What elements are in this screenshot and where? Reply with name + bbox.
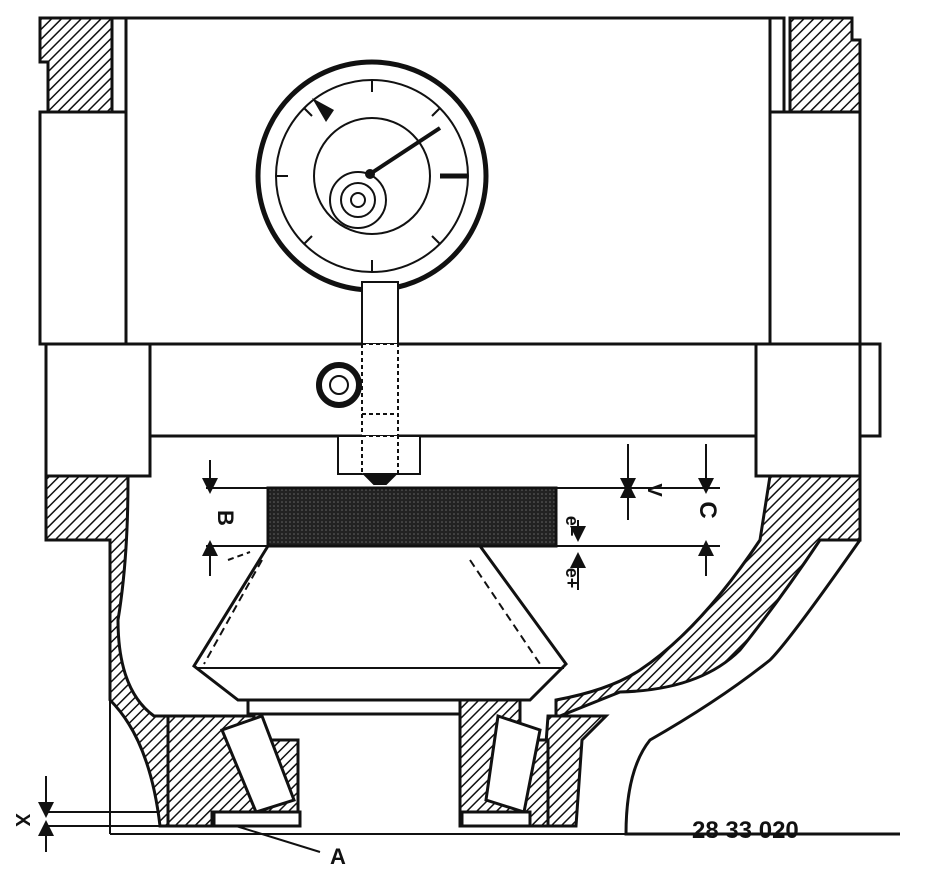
- left-bearing: [166, 714, 302, 828]
- right-bearing: [458, 698, 550, 828]
- pinion-cone: [192, 544, 568, 716]
- dial-gauge: [255, 59, 489, 293]
- label-e-minus: e−: [562, 516, 582, 537]
- label-v: V: [643, 483, 665, 497]
- label-a: A: [330, 844, 346, 869]
- figure-number: 28 33 020: [692, 817, 799, 844]
- measuring-bridge: [44, 342, 882, 478]
- clamp-screw: [316, 362, 362, 408]
- label-x: X: [11, 813, 33, 827]
- label-e-plus: e+: [562, 568, 582, 589]
- dimension-lines: [38, 444, 720, 853]
- label-c: C: [694, 501, 721, 518]
- gauge-stem: [337, 281, 421, 485]
- casting-outline: [624, 539, 900, 836]
- measuring-block: [266, 486, 558, 548]
- dial-pointer: [368, 126, 442, 176]
- label-b: B: [213, 510, 238, 526]
